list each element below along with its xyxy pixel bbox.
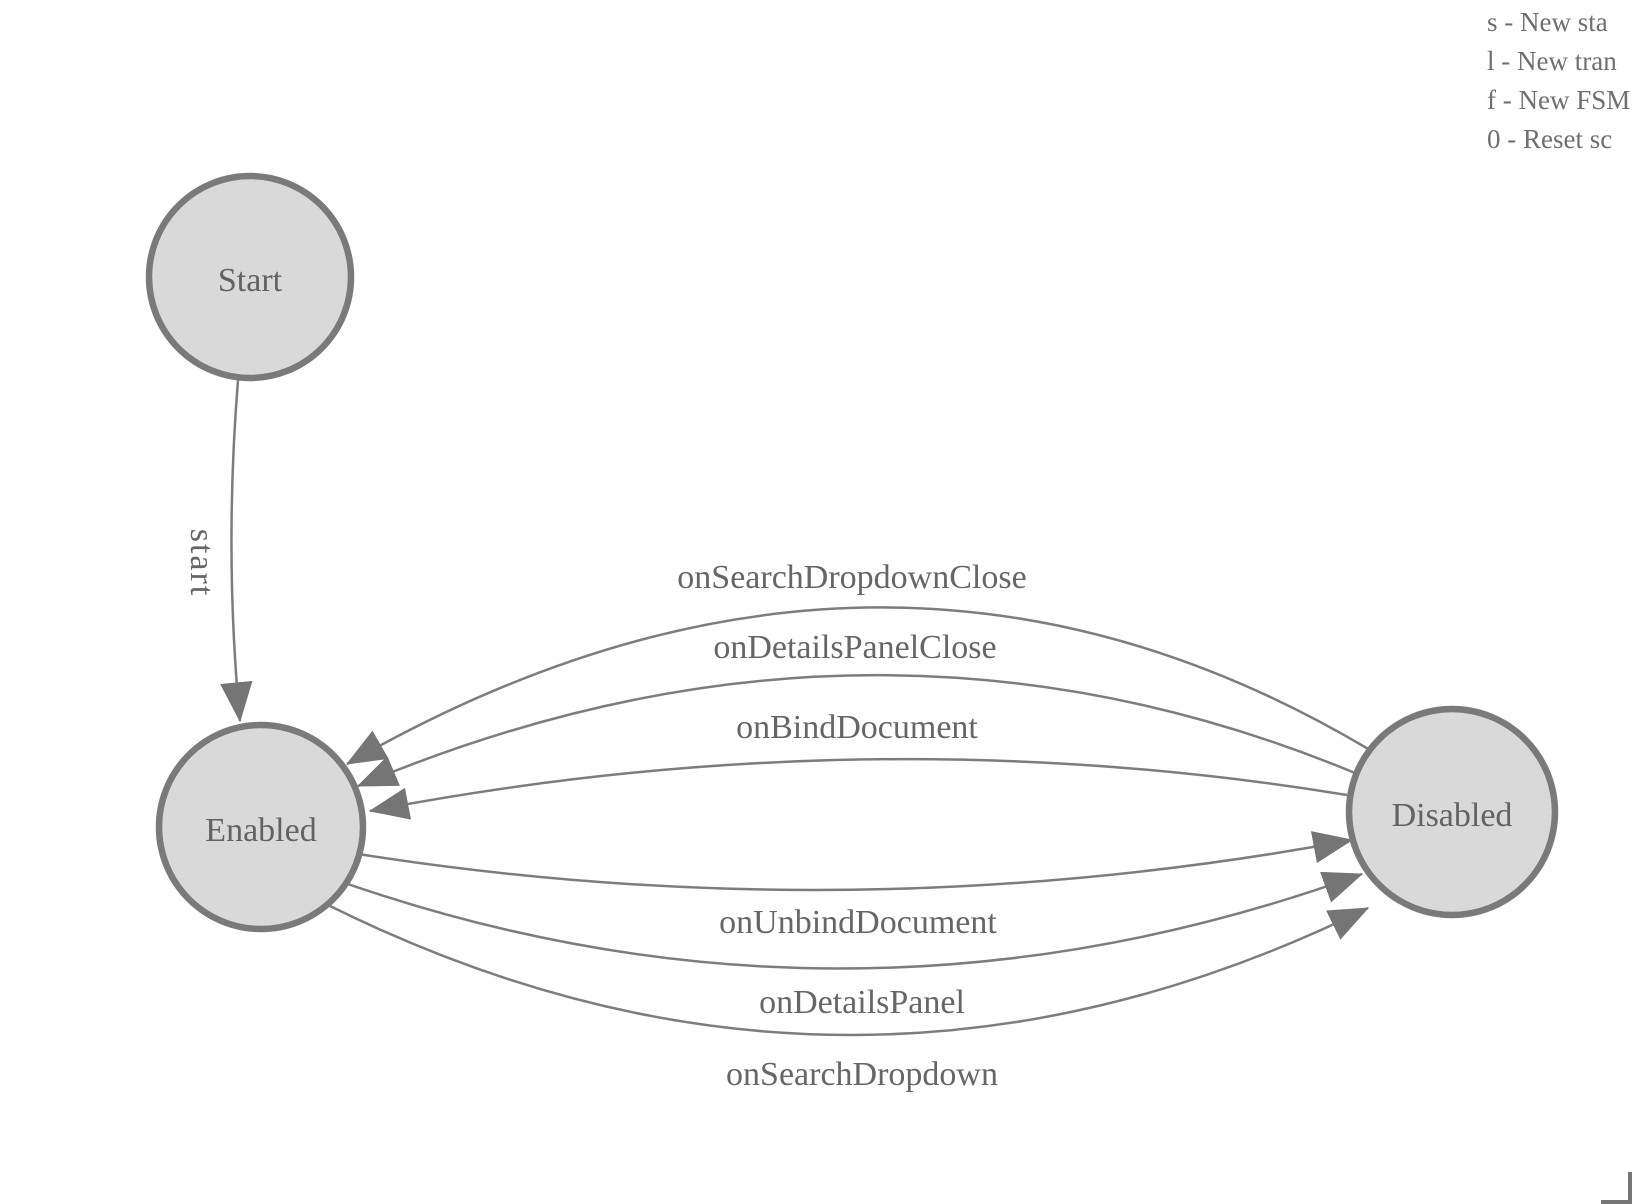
- transition-onSearchDropdownClose-path[interactable]: [345, 606, 1371, 766]
- corner-bracket: [1601, 1172, 1632, 1204]
- transition-onUnbindDocument[interactable]: onUnbindDocument: [351, 831, 1354, 941]
- transition-onSearchDropdownClose-label[interactable]: onSearchDropdownClose: [677, 559, 1026, 596]
- state-start-circle[interactable]: [145, 172, 355, 382]
- transition-onSearchDropdownClose[interactable]: onSearchDropdownClose: [345, 559, 1371, 766]
- transition-onDetailsPanelClose-label[interactable]: onDetailsPanelClose: [713, 629, 996, 666]
- transition-start-label[interactable]: start: [183, 529, 220, 598]
- state-node-disabled[interactable]: Disabled: [1345, 705, 1559, 919]
- shortcut-legend: s - New sta l - New tran f - New FSM 0 -…: [1487, 3, 1630, 159]
- legend-line-new-fsm: f - New FSM: [1487, 85, 1631, 115]
- transition-onBindDocument[interactable]: onBindDocument: [368, 709, 1348, 820]
- transition-onBindDocument-path[interactable]: [368, 757, 1348, 820]
- transition-onDetailsPanelClose[interactable]: onDetailsPanelClose: [356, 629, 1356, 788]
- transition-onDetailsPanel[interactable]: onDetailsPanel: [341, 871, 1364, 1021]
- transition-onSearchDropdown-label[interactable]: onSearchDropdown: [726, 1056, 998, 1093]
- state-node-enabled[interactable]: Enabled: [155, 721, 367, 933]
- transition-onUnbindDocument-label[interactable]: onUnbindDocument: [719, 904, 997, 941]
- legend-line-new-transition: l - New tran: [1487, 46, 1617, 76]
- transition-onDetailsPanel-path[interactable]: [341, 871, 1364, 970]
- transition-onDetailsPanelClose-path[interactable]: [356, 673, 1356, 788]
- state-disabled-label: Disabled: [1392, 797, 1513, 834]
- state-disabled-circle[interactable]: [1345, 705, 1559, 919]
- legend-line-reset: 0 - Reset sc: [1487, 124, 1613, 154]
- state-enabled-circle[interactable]: [155, 721, 367, 933]
- transition-onBindDocument-label[interactable]: onBindDocument: [736, 709, 978, 746]
- transition-start-path[interactable]: [220, 379, 253, 723]
- transition-onDetailsPanel-label[interactable]: onDetailsPanel: [759, 984, 965, 1021]
- state-node-start[interactable]: Start: [145, 172, 355, 382]
- transition-onUnbindDocument-path[interactable]: [351, 831, 1354, 892]
- state-start-label: Start: [218, 262, 283, 299]
- transition-onSearchDropdown[interactable]: onSearchDropdown: [329, 904, 1370, 1093]
- transition-start[interactable]: start: [183, 379, 253, 723]
- state-enabled-label: Enabled: [205, 812, 316, 849]
- transition-onSearchDropdown-path[interactable]: [329, 904, 1370, 1037]
- legend-line-new-state: s - New sta: [1487, 7, 1608, 37]
